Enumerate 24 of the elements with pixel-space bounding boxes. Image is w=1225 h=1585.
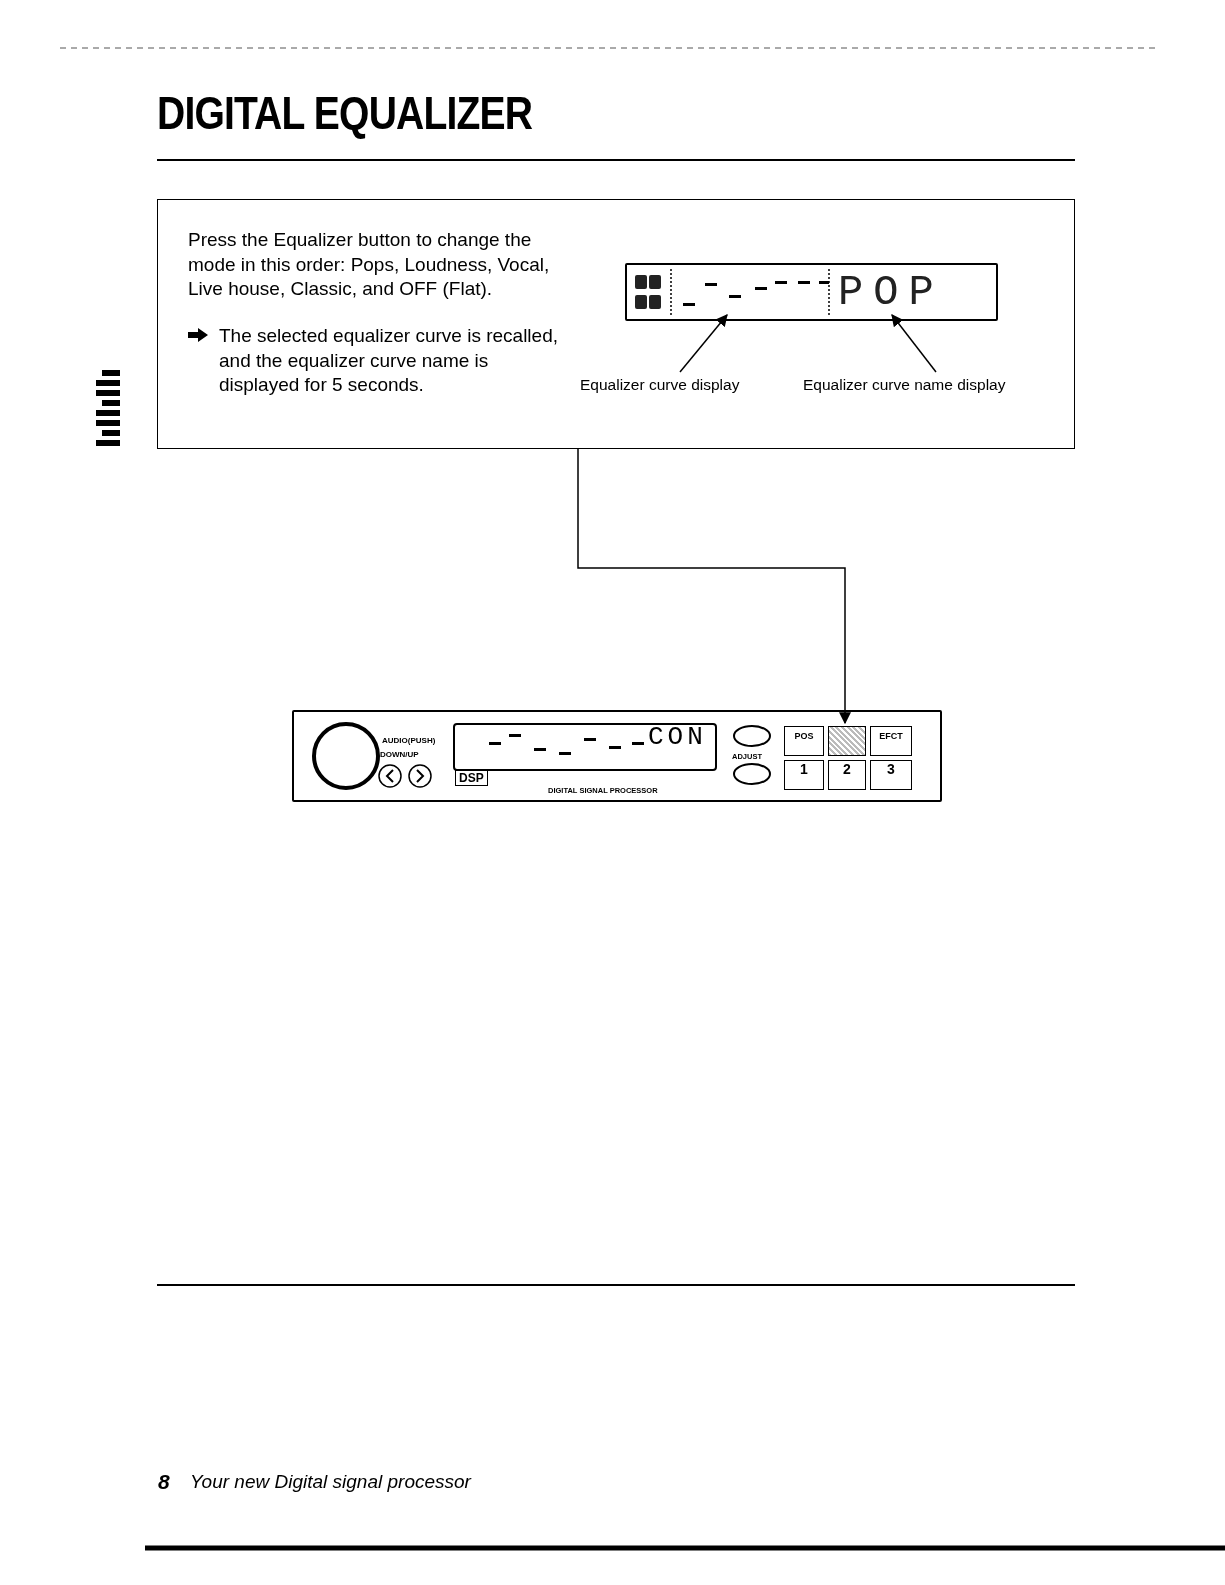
instruction-panel <box>157 199 1075 449</box>
preset-button: EFCT <box>870 726 912 756</box>
leader-line <box>891 314 937 373</box>
connector-arrow <box>577 448 851 725</box>
preset-button: 1 <box>784 760 824 790</box>
preset-button: POS <box>784 726 824 756</box>
instruction-text: Press the Equalizer button to change the mode in this order: Pops, Loudness, Vocal, Live house, Classic, and OFF (Flat). <box>188 228 551 301</box>
car-stereo-drawing <box>292 710 942 802</box>
leader-line <box>679 314 728 373</box>
instruction-text: The selected equalizer curve is recalled, and the equalizer curve name is displayed for 5 seconds. <box>219 324 559 397</box>
lcd-display-drawing <box>625 263 998 321</box>
curve-name-display: POP <box>832 267 957 319</box>
control-label: DOWN/UP <box>380 750 419 759</box>
control-label: AUDIO(PUSH) <box>382 736 436 745</box>
display-readout: CON <box>648 722 707 752</box>
equalizer-button <box>828 726 866 756</box>
page-number: 8 <box>158 1470 170 1494</box>
dsp-badge: DSP <box>455 770 488 786</box>
preset-button: 3 <box>870 760 912 790</box>
preset-button: 2 <box>828 760 866 790</box>
page-title: DIGITAL EQUALIZER <box>157 86 533 140</box>
callout-label: Equalizer curve name display <box>803 376 1053 398</box>
callout-label: Equalizer curve display <box>580 376 780 398</box>
footer-text: Your new Digital signal processor <box>190 1471 471 1493</box>
